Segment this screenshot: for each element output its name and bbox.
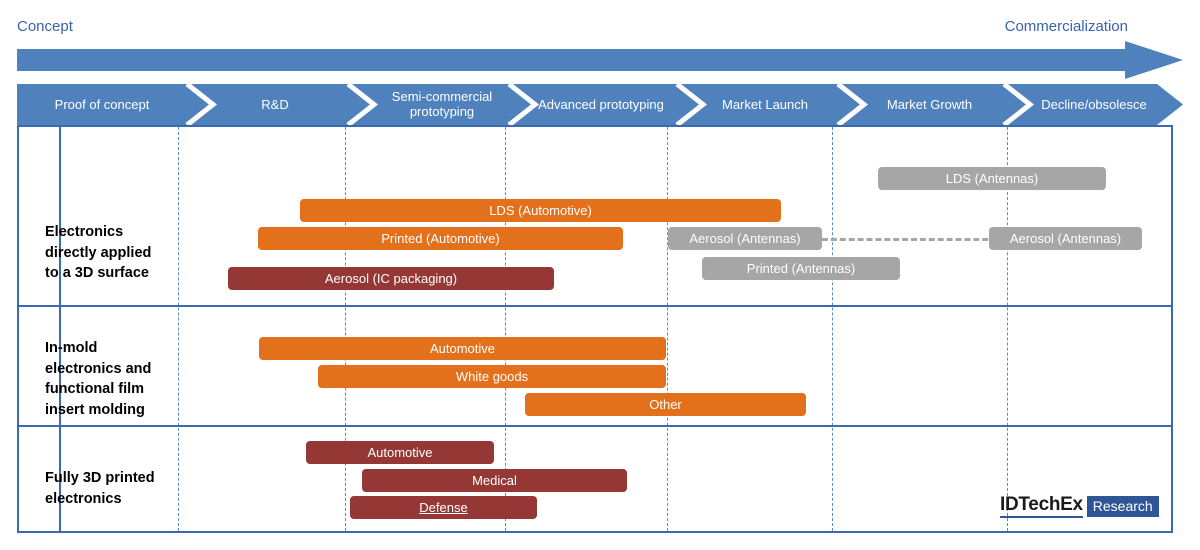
bar-aerosol-antennas-decline[interactable]: Aerosol (Antennas) bbox=[989, 227, 1142, 250]
stage-chevron-band bbox=[17, 84, 1183, 125]
bar-inmold-automotive[interactable]: Automotive bbox=[259, 337, 666, 360]
stage-divider-2 bbox=[345, 127, 346, 531]
bar-3dprinted-defense[interactable]: Defense bbox=[350, 496, 537, 519]
stage-label-decline-obsolesce[interactable]: Decline/obsolesce bbox=[1041, 97, 1147, 112]
roadmap-grid: Electronics directly applied to a 3D sur… bbox=[17, 125, 1173, 533]
stage-divider-5 bbox=[832, 127, 833, 531]
stage-label-market-growth[interactable]: Market Growth bbox=[886, 97, 973, 112]
idtechex-logo: IDTechEx Research bbox=[1000, 495, 1159, 518]
bar-lds-automotive[interactable]: LDS (Automotive) bbox=[300, 199, 781, 222]
stage-label-proof-of-concept[interactable]: Proof of concept bbox=[54, 97, 150, 112]
stage-label-market-launch[interactable]: Market Launch bbox=[722, 97, 808, 112]
bar-inmold-white-goods[interactable]: White goods bbox=[318, 365, 666, 388]
category-column-divider bbox=[59, 127, 61, 531]
bar-printed-automotive[interactable]: Printed (Automotive) bbox=[258, 227, 623, 250]
bar-aerosol-ic-packaging[interactable]: Aerosol (IC packaging) bbox=[228, 267, 554, 290]
row-title-in-mold-electronics: In-mold electronics and functional film … bbox=[45, 340, 152, 418]
axis-start-label: Concept bbox=[17, 18, 73, 35]
stage-divider-1 bbox=[178, 127, 179, 531]
row-separator-1 bbox=[19, 305, 1171, 307]
row-title-fully-3d-printed: Fully 3D printed electronics bbox=[45, 470, 155, 507]
row-separator-2 bbox=[19, 425, 1171, 427]
bar-inmold-other[interactable]: Other bbox=[525, 393, 806, 416]
logo-wordmark: IDTechEx bbox=[1000, 495, 1083, 518]
bar-lds-antennas[interactable]: LDS (Antennas) bbox=[878, 167, 1106, 190]
bar-aerosol-antennas-launch[interactable]: Aerosol (Antennas) bbox=[668, 227, 822, 250]
bar-3dprinted-medical[interactable]: Medical bbox=[362, 469, 627, 492]
progression-arrow-icon bbox=[17, 41, 1183, 79]
bar-printed-antennas[interactable]: Printed (Antennas) bbox=[702, 257, 900, 280]
stage-label-semi-commercial-prototyping[interactable]: Semi-commercial prototyping bbox=[391, 89, 493, 119]
axis-end-label: Commercialization bbox=[1004, 18, 1128, 35]
bar-3dprinted-automotive[interactable]: Automotive bbox=[306, 441, 494, 464]
stage-label-advanced-prototyping[interactable]: Advanced prototyping bbox=[538, 97, 664, 112]
stage-label-rd[interactable]: R&D bbox=[261, 97, 289, 112]
aerosol-antennas-connector bbox=[822, 238, 1006, 241]
row-title-electronics-3d-surface: Electronics directly applied to a 3D sur… bbox=[45, 224, 152, 281]
stage-divider-6 bbox=[1007, 127, 1008, 531]
stage-divider-4 bbox=[667, 127, 668, 531]
logo-research-badge: Research bbox=[1086, 496, 1159, 517]
stage-divider-3 bbox=[505, 127, 506, 531]
